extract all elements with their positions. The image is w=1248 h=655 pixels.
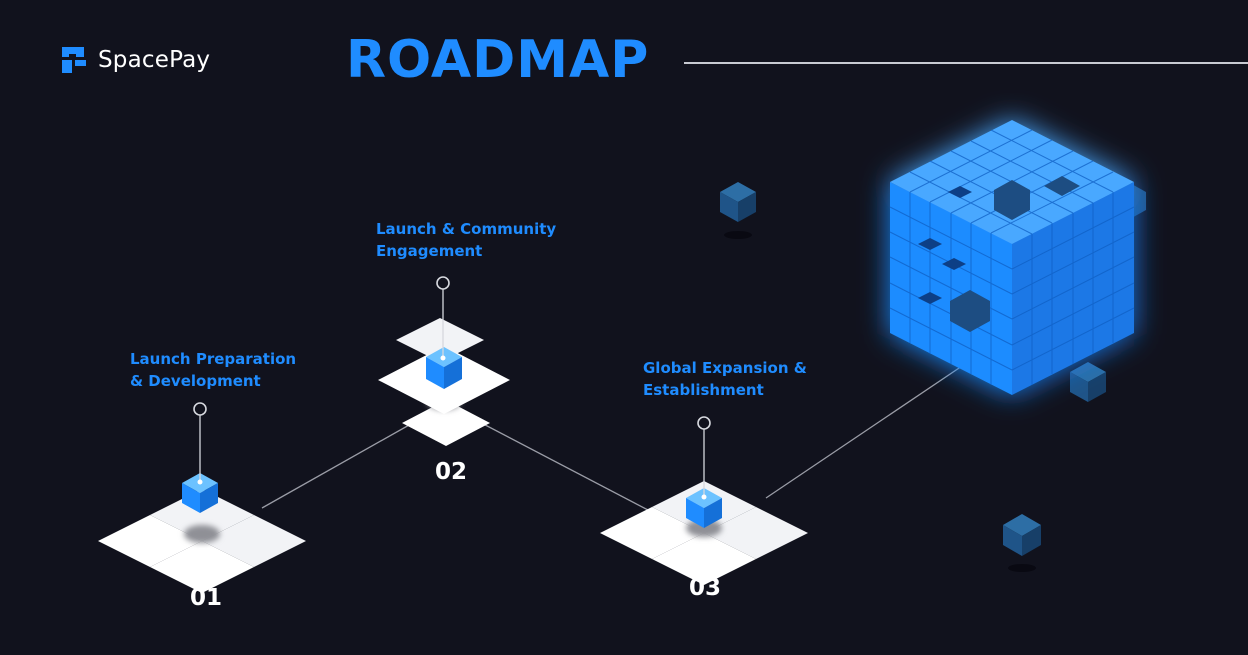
milestone-03-title: Global Expansion & Establishment [643, 357, 807, 401]
milestone-02-number: 02 [435, 459, 468, 485]
title-divider [684, 62, 1248, 64]
voxel-cube-gaps [918, 186, 972, 304]
marker-dot [701, 494, 707, 500]
platform-tile [202, 515, 306, 567]
page-title: ROADMAP [346, 30, 650, 90]
milestone-01-title-line2: & Development [130, 372, 261, 390]
platform-02 [378, 276, 510, 446]
blue-cube [182, 473, 218, 513]
platform-03 [600, 416, 808, 585]
milestone-01-title: Launch Preparation & Development [130, 348, 296, 392]
path-connectors [261, 361, 969, 511]
cube-shadow [184, 525, 220, 543]
platform-01 [98, 402, 306, 593]
connector-03-cube [765, 361, 969, 499]
marker-pin [436, 276, 450, 290]
milestone-01-number: 01 [190, 585, 223, 611]
milestone-02-title: Launch & Community Engagement [376, 218, 556, 262]
floating-cube [720, 182, 756, 239]
floating-cube [1003, 514, 1041, 572]
voxel-cube [890, 120, 1134, 395]
voxel-dark-blocks [950, 176, 1080, 332]
platform-tile [396, 318, 484, 362]
marker-pin [193, 402, 207, 416]
milestone-03-title-line2: Establishment [643, 381, 764, 399]
connector-01-02 [261, 419, 419, 509]
brand-name: SpacePay [98, 47, 211, 73]
voxel-grid [889, 129, 1135, 385]
milestone-03-title-line1: Global Expansion & [643, 359, 807, 377]
milestone-02-title-line1: Launch & Community [376, 220, 557, 238]
platform-tile [704, 507, 808, 559]
milestone-01-title-line1: Launch Preparation [130, 350, 297, 368]
marker-dot [197, 479, 203, 485]
milestone-02-title-line2: Engagement [376, 242, 483, 260]
marker-dot [440, 355, 446, 361]
platform-tile [402, 400, 490, 446]
milestone-03-number: 03 [689, 575, 722, 601]
connector-02-03 [467, 415, 649, 511]
spacepay-logo-icon [62, 47, 86, 73]
blue-cube [426, 347, 462, 389]
marker-pin [697, 416, 711, 430]
brand-logo[interactable]: SpacePay [58, 44, 210, 76]
floating-cube [1070, 362, 1106, 402]
